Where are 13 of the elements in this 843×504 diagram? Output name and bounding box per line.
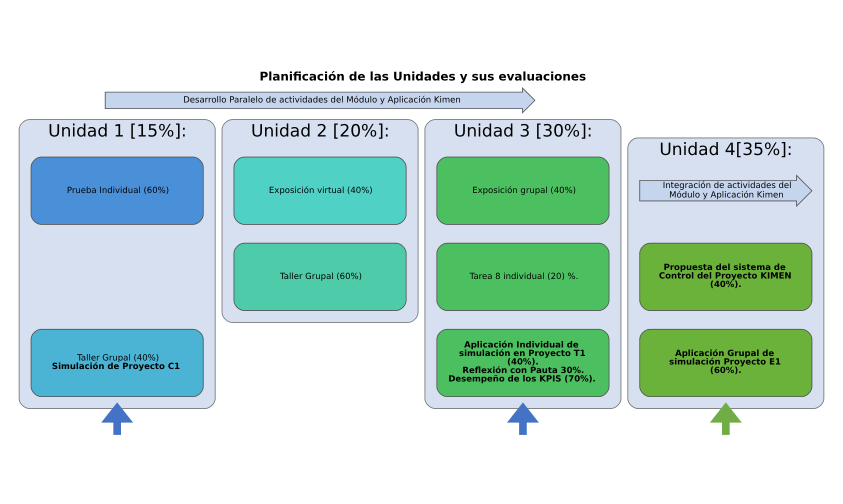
node-box: Tarea 8 individual (20) %. <box>436 242 610 311</box>
arrow <box>506 402 539 435</box>
diagram-title: Planificación de las Unidades y sus evaluaciones <box>260 70 586 84</box>
node-box: Prueba Individual (60%) <box>30 156 204 225</box>
node-box: Exposición grupal (40%) <box>436 156 610 225</box>
node-box: Taller Grupal (60%) <box>234 242 407 311</box>
arrow <box>101 402 134 435</box>
node-box: Propuesta del sistema de Control del Proyecto KIMEN (40%). <box>639 242 812 311</box>
node-box: Taller Grupal (40%) Simulación de Proyecto C1 <box>30 328 204 398</box>
node-box: Exposición virtual (40%) <box>234 156 407 225</box>
node-box: Aplicación Individual de simulación en Proyecto T1 (40%). Reflexión con Pauta 30%. Desempeño de los KPIS (70%). <box>436 328 610 398</box>
node-box: Aplicación Grupal de simulación Proyecto E1 (60%). <box>639 328 812 398</box>
arrow <box>710 402 742 435</box>
